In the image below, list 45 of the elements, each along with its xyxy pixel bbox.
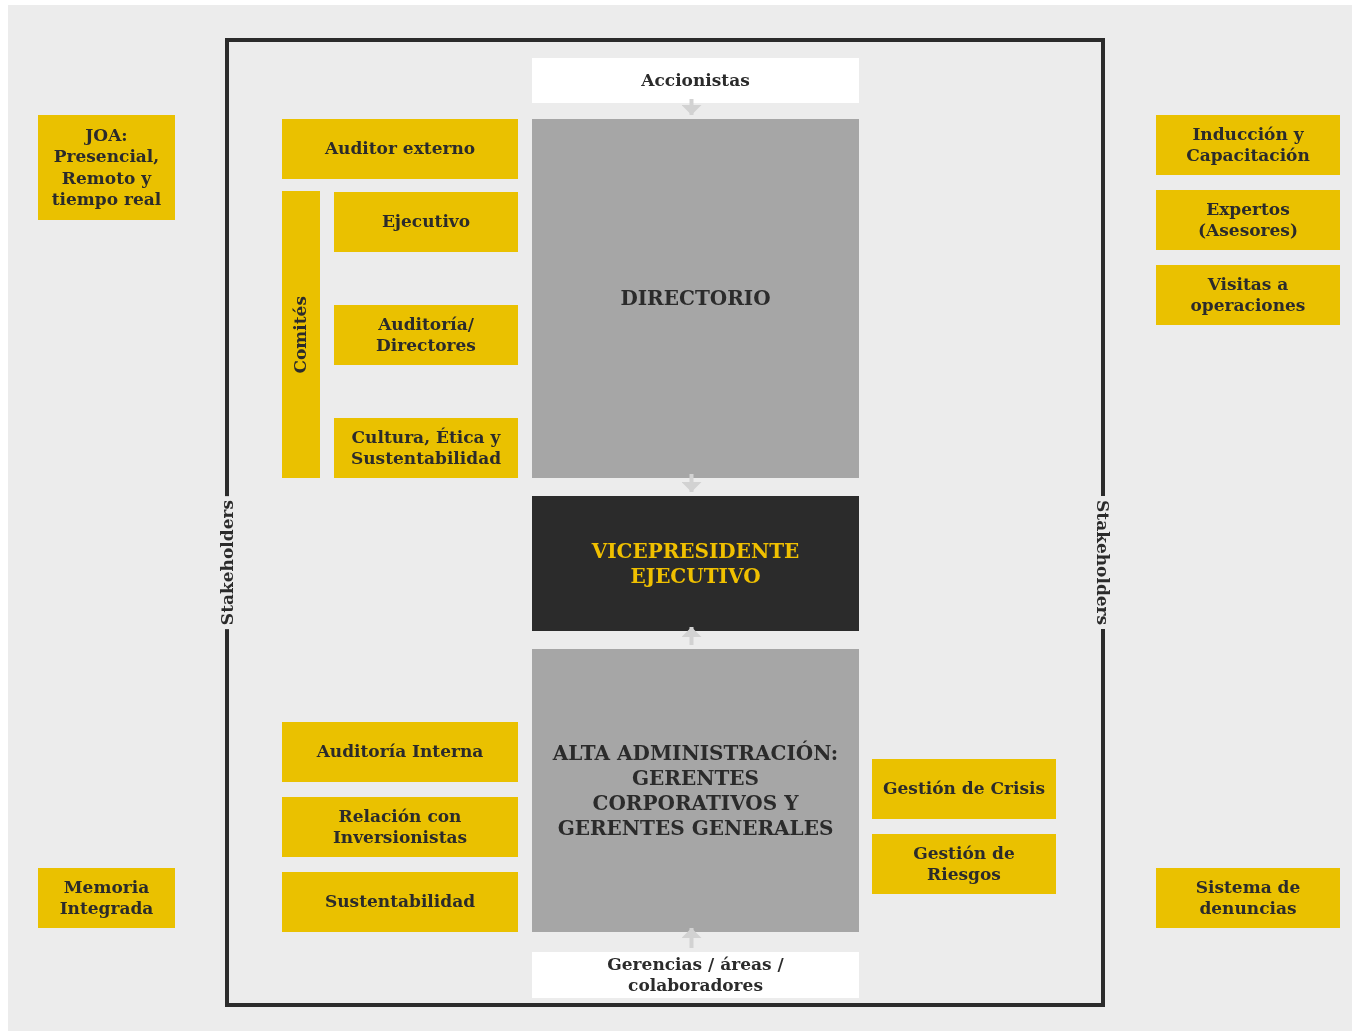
governance-box [532,119,859,478]
committee-box [282,797,518,857]
box-label: JOA: Presencial, Remoto y tiempo real [50,125,163,210]
box-label: VICEPRESIDENTE EJECUTIVO [590,538,801,589]
box-label: Memoria Integrada [58,876,155,920]
committee-box [282,872,518,932]
box-label: Auditoría/ Directores [375,313,477,357]
committee-box [334,418,518,478]
box-label: Sistema de denuncias [1194,876,1302,920]
box-label: Gestión de Crisis [883,778,1045,800]
box-label: Expertos (Asesores) [1197,198,1299,242]
box-label: Comités [290,295,312,374]
stakeholder-box [532,58,859,103]
box-label: Visitas a operaciones [1189,273,1307,317]
box-label: ALTA ADMINISTRACIÓN: GERENTES CORPORATIVOS Y GERENTES GENERALES [551,740,840,841]
chevron-arrow [681,474,702,492]
committee-box [1156,265,1340,325]
box-label: Auditoría Interna [316,741,484,763]
committee-box [1156,190,1340,250]
box-label: Relación con Inversionistas [331,805,469,849]
committee-box [872,834,1056,894]
box-label: Ejecutivo [381,211,471,233]
box-label: Gerencias / áreas / colaboradores [606,953,785,997]
committee-box [1156,115,1340,175]
committee-box [38,868,175,928]
committee-box [334,305,518,365]
box-label: Gestión de Riesgos [912,842,1016,886]
committee-box [872,759,1056,819]
box-label: Accionistas [641,69,750,92]
box-label: DIRECTORIO [620,286,771,311]
executive-box [532,496,859,631]
chevron-arrow [681,99,702,115]
committee-box [1156,868,1340,928]
committee-bar [282,191,320,478]
chevron-arrow [681,928,702,948]
box-label: Cultura, Ética y Sustentabilidad [349,426,503,470]
committee-box [282,722,518,782]
box-label: Inducción y Capacitación [1185,123,1311,167]
governance-box [532,649,859,932]
chevron-arrow [681,627,702,645]
committee-box [38,115,175,220]
committee-box [282,119,518,179]
box-label: Auditor externo [324,138,476,160]
committee-box [334,192,518,252]
box-label: Sustentabilidad [324,891,476,913]
